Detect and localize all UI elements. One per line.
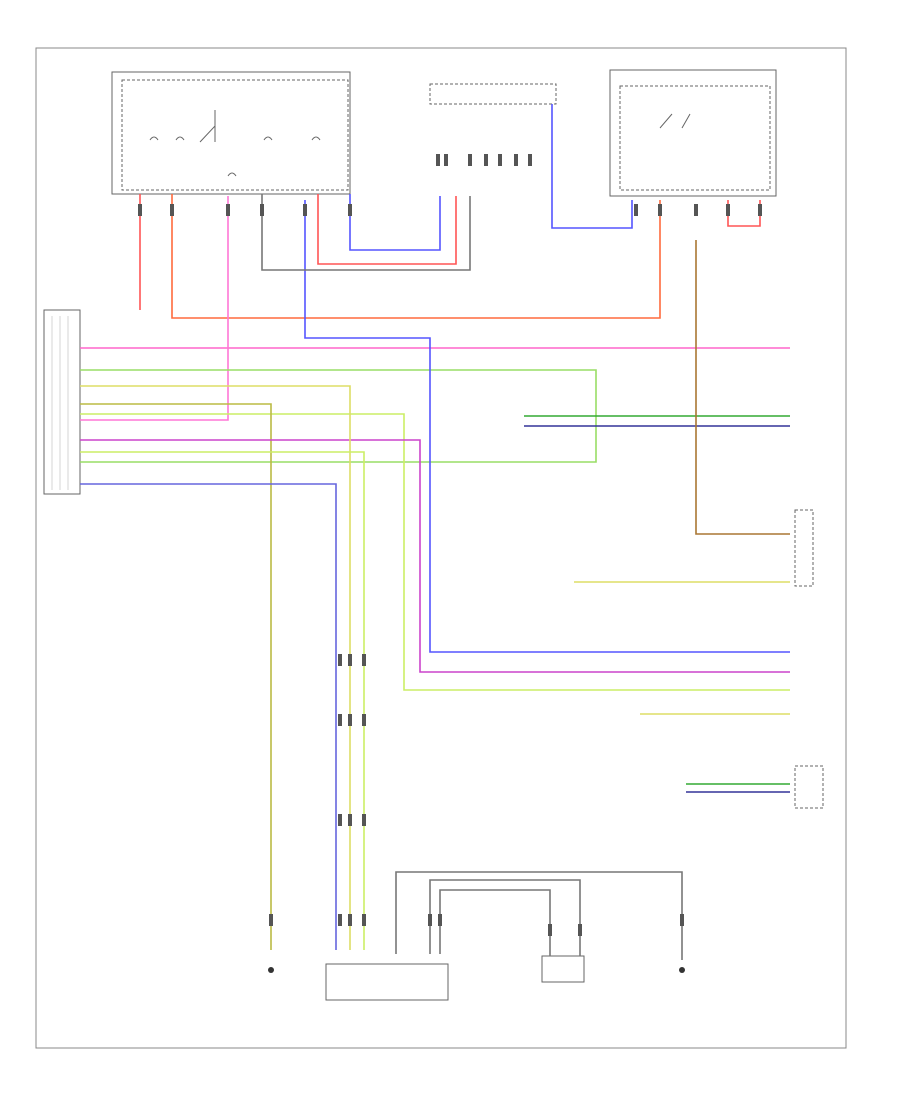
connector-pin-8 bbox=[468, 154, 472, 166]
connector-pin-23 bbox=[362, 714, 366, 726]
connector-pin-34 bbox=[428, 914, 432, 926]
wire-green-1-4 bbox=[80, 369, 597, 463]
connector-pin-3 bbox=[260, 204, 264, 216]
connector-pin-24 bbox=[338, 814, 342, 826]
connector-pin-13 bbox=[634, 204, 638, 216]
connector-pin-20 bbox=[362, 654, 366, 666]
connector-pin-25 bbox=[348, 814, 352, 826]
ground-symbol-left bbox=[268, 967, 274, 973]
connector-pin-11 bbox=[514, 154, 518, 166]
connector-pin-10 bbox=[498, 154, 502, 166]
fuse-box bbox=[111, 71, 351, 195]
connector-pin-17 bbox=[758, 204, 762, 216]
wire-red-top-16 bbox=[317, 194, 457, 265]
connector-pin-32 bbox=[548, 924, 552, 936]
wire-gray-15 bbox=[261, 194, 471, 271]
connector-pin-27 bbox=[338, 914, 342, 926]
wire-gray-21 bbox=[429, 879, 581, 956]
connector-pin-19 bbox=[348, 654, 352, 666]
sensor-box-1 bbox=[794, 509, 814, 587]
connector-pin-26 bbox=[362, 814, 366, 826]
connector-pin-6 bbox=[436, 154, 440, 166]
connector-pin-15 bbox=[694, 204, 698, 216]
right-module-inner bbox=[619, 85, 771, 191]
fuse-symbol-1 bbox=[149, 136, 159, 141]
connector-pin-9 bbox=[484, 154, 488, 166]
wire-orange-bus-1 bbox=[171, 194, 661, 319]
right-module bbox=[609, 69, 777, 197]
connector-pin-18 bbox=[338, 654, 342, 666]
fuse-box-inner bbox=[121, 79, 349, 191]
fuse-symbol-2 bbox=[175, 136, 185, 141]
fuse-symbol-3 bbox=[263, 136, 273, 141]
wire-layer bbox=[80, 104, 790, 960]
connector-layer bbox=[138, 154, 762, 936]
connector-pin-2 bbox=[226, 204, 230, 216]
connector-pin-29 bbox=[362, 914, 366, 926]
connector-pin-4 bbox=[303, 204, 307, 216]
right-module-switch bbox=[659, 113, 691, 129]
connector-pin-7 bbox=[444, 154, 448, 166]
wire-magenta-7 bbox=[80, 439, 790, 673]
wire-gray-22 bbox=[439, 889, 551, 956]
connector-pin-1 bbox=[170, 204, 174, 216]
ground-symbol-right bbox=[679, 967, 685, 973]
connector-pin-16 bbox=[726, 204, 730, 216]
connector-pin-30 bbox=[269, 914, 273, 926]
bottom-ground-box bbox=[541, 955, 585, 983]
connector-pin-35 bbox=[438, 914, 442, 926]
wire-yellow-10 bbox=[80, 385, 351, 950]
wire-brown-14 bbox=[695, 240, 790, 535]
diagram-frame bbox=[35, 47, 847, 1049]
wire-blue-1-8 bbox=[304, 200, 790, 653]
wire-olive-6 bbox=[80, 403, 272, 950]
wire-blue-1-18 bbox=[551, 104, 633, 229]
wire-pink-2-3 bbox=[80, 196, 229, 421]
wire-blue-1-17 bbox=[349, 194, 441, 251]
wire-lime-11 bbox=[80, 451, 365, 950]
sensor-box-2 bbox=[794, 765, 824, 809]
fuse-symbol-5 bbox=[227, 172, 237, 177]
connector-pin-12 bbox=[528, 154, 532, 166]
connector-pin-28 bbox=[348, 914, 352, 926]
relay-switch bbox=[199, 110, 216, 143]
wire-red-top-19 bbox=[727, 200, 761, 227]
connector-pin-22 bbox=[348, 714, 352, 726]
central-connector bbox=[429, 83, 557, 105]
connector-pin-5 bbox=[348, 204, 352, 216]
connector-pin-0 bbox=[138, 204, 142, 216]
fuse-symbol-4 bbox=[311, 136, 321, 141]
wire-lime-5 bbox=[80, 413, 790, 691]
connector-pin-31 bbox=[680, 914, 684, 926]
bottom-module bbox=[325, 963, 449, 1001]
wire-blue-2-9 bbox=[80, 483, 337, 950]
connector-pin-33 bbox=[578, 924, 582, 936]
connector-pin-21 bbox=[338, 714, 342, 726]
tcm-pin-lines bbox=[51, 316, 69, 490]
connector-pin-14 bbox=[658, 204, 662, 216]
tcm-connector bbox=[43, 309, 81, 495]
